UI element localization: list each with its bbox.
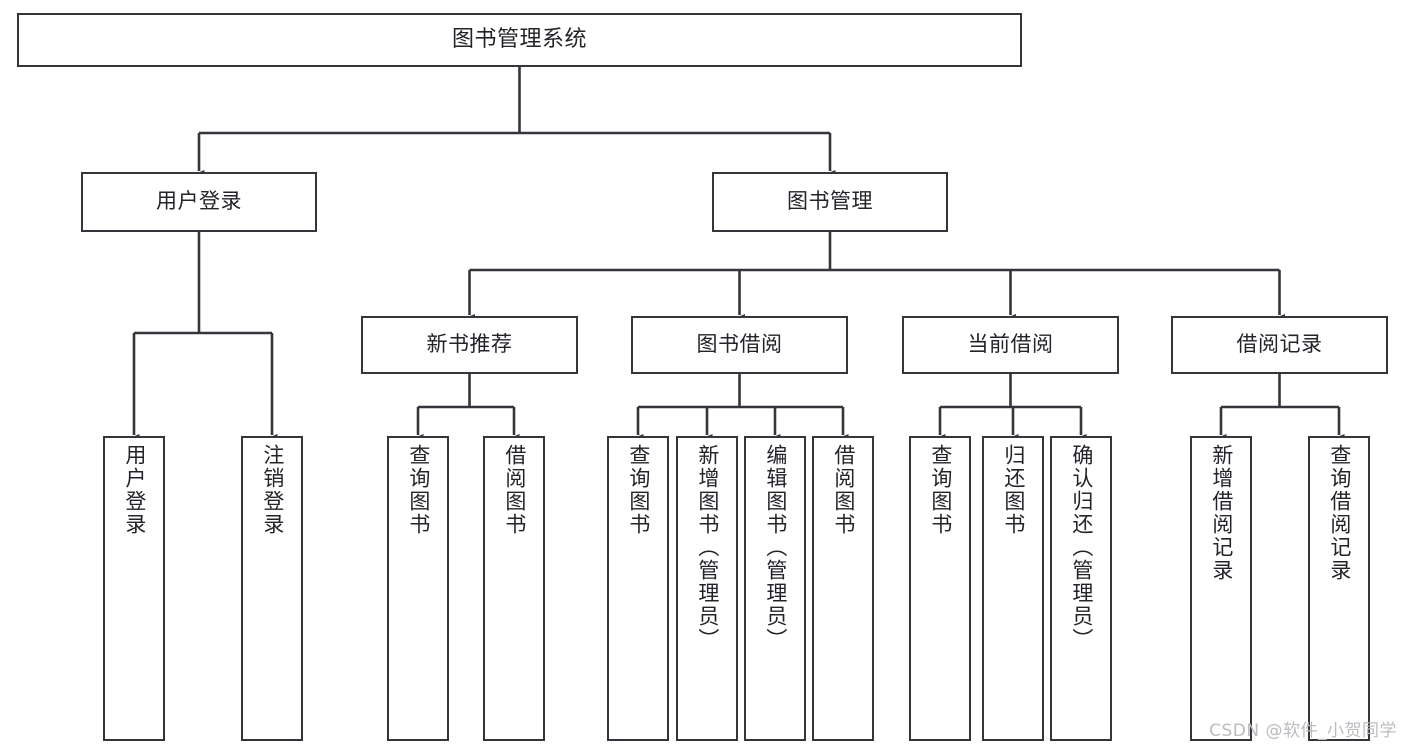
node-leaf-edit-book[interactable]: 编辑图书（管理员） (744, 436, 806, 741)
node-label: 查询图书 (928, 444, 953, 536)
node-new-book-rec[interactable]: 新书推荐 (361, 316, 578, 374)
node-label: 确认归还（管理员） (1069, 444, 1094, 651)
node-leaf-return-book[interactable]: 归还图书 (982, 436, 1044, 741)
node-label: 查询借阅记录 (1327, 444, 1352, 582)
node-label: 查询图书 (406, 444, 431, 536)
node-label: 新增图书（管理员） (695, 444, 720, 651)
node-leaf-borrow-book-2[interactable]: 借阅图书 (812, 436, 874, 741)
node-label: 图书管理 (787, 189, 873, 214)
node-label: 用户登录 (122, 444, 147, 536)
node-label: 编辑图书（管理员） (763, 444, 788, 651)
node-label: 查询图书 (626, 444, 651, 536)
node-label: 新书推荐 (426, 332, 513, 357)
node-leaf-add-record[interactable]: 新增借阅记录 (1190, 436, 1252, 741)
node-leaf-logout[interactable]: 注销登录 (241, 436, 303, 741)
node-user-login[interactable]: 用户登录 (81, 172, 317, 232)
node-leaf-query-record[interactable]: 查询借阅记录 (1308, 436, 1370, 741)
node-label: 借阅图书 (502, 444, 527, 536)
node-leaf-confirm-ret[interactable]: 确认归还（管理员） (1050, 436, 1112, 741)
node-leaf-add-book[interactable]: 新增图书（管理员） (676, 436, 738, 741)
node-label: 归还图书 (1001, 444, 1026, 536)
node-current-borrow[interactable]: 当前借阅 (902, 316, 1119, 374)
node-leaf-query-book-1[interactable]: 查询图书 (387, 436, 449, 741)
node-label: 新增借阅记录 (1209, 444, 1234, 582)
node-leaf-query-book-2[interactable]: 查询图书 (607, 436, 669, 741)
node-book-manage[interactable]: 图书管理 (712, 172, 948, 232)
node-label: 借阅记录 (1236, 332, 1323, 357)
node-leaf-borrow-book-1[interactable]: 借阅图书 (483, 436, 545, 741)
connector-lines (128, 67, 1345, 443)
node-root[interactable]: 图书管理系统 (17, 13, 1022, 67)
node-label: 图书管理系统 (451, 26, 587, 52)
node-label: 注销登录 (260, 444, 285, 536)
node-book-borrow[interactable]: 图书借阅 (631, 316, 848, 374)
node-label: 用户登录 (156, 189, 242, 214)
node-label: 当前借阅 (967, 332, 1054, 357)
watermark-text: CSDN @软件_小贺同学 (1209, 721, 1397, 741)
node-borrow-record[interactable]: 借阅记录 (1171, 316, 1388, 374)
node-leaf-query-book-3[interactable]: 查询图书 (909, 436, 971, 741)
node-leaf-user-login[interactable]: 用户登录 (103, 436, 165, 741)
node-label: 图书借阅 (696, 332, 783, 357)
node-label: 借阅图书 (831, 444, 856, 536)
